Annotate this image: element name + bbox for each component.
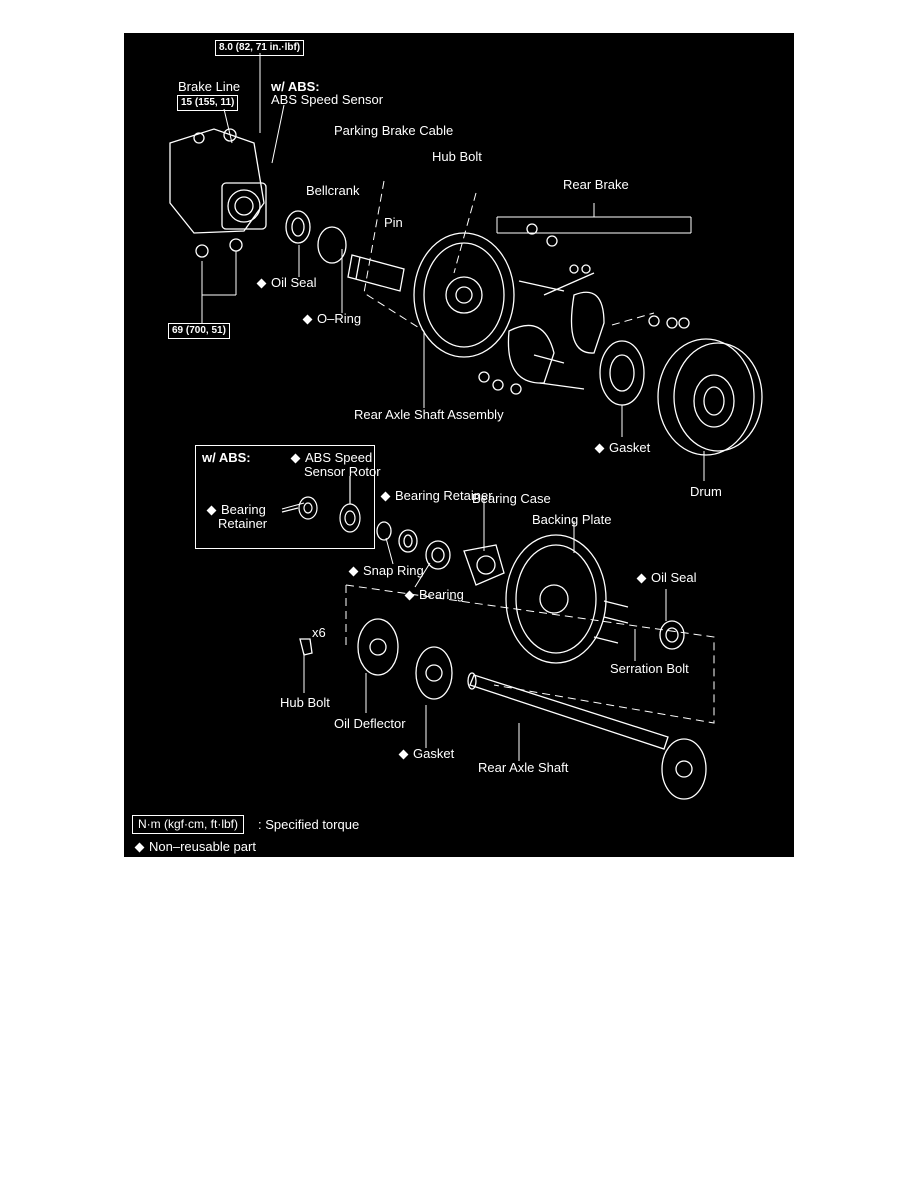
bearing-retainer-text: Bearing Retainer (395, 488, 493, 503)
nonreusable-diamond-icon (636, 573, 647, 584)
label-rear-axle-shaft-assembly: Rear Axle Shaft Assembly (354, 407, 504, 422)
nonreusable-diamond-icon (134, 842, 145, 853)
brake-backing-assembly (169, 128, 267, 258)
rear-axle-shaft (467, 672, 707, 800)
oil-seal-bottom (659, 620, 685, 650)
label-bearing-retainer-line1: Bearing Retainer (380, 488, 493, 503)
inset-abs-rotor-line2: Sensor Rotor (304, 464, 381, 479)
nonreusable-diamond-icon (404, 590, 415, 601)
legend-torque-desc: : Specified torque (258, 817, 360, 832)
lower-hub-parts (299, 618, 453, 700)
o-ring-text: O–Ring (317, 311, 362, 326)
legend-nonreusable: Non–reusable part (134, 839, 256, 854)
nonreusable-diamond-icon (348, 566, 359, 577)
bearing-stack (376, 521, 505, 586)
label-oil-seal-top: Oil Seal (256, 275, 317, 290)
gasket-top-text: Gasket (609, 440, 651, 455)
inset-bearing-retainer-line1: Bearing (206, 502, 266, 517)
nonreusable-diamond-icon (594, 443, 605, 454)
oil-seal-oring-top (285, 210, 347, 264)
inset-abs-rotor-text1: ABS Speed (305, 450, 373, 465)
label-brake-line: Brake Line (178, 79, 241, 94)
bearing-text: Bearing (419, 587, 464, 602)
inset-bearing-retainer-line2: Retainer (218, 516, 268, 531)
label-parking-brake-cable: Parking Brake Cable (334, 123, 454, 138)
snap-ring-text: Snap Ring (363, 563, 424, 578)
rear-brake-parts (478, 223, 690, 395)
legend-torque-unit-box: N·m (kgf·cm, ft·lbf) (132, 815, 244, 834)
label-drum: Drum (690, 484, 722, 499)
nonreusable-diamond-icon (380, 491, 391, 502)
inset-artwork (281, 476, 361, 533)
brake-drum (657, 338, 763, 456)
label-bearing-case: Bearing Case (472, 491, 551, 506)
backing-plate (505, 534, 629, 664)
label-hub-bolt-top: Hub Bolt (432, 149, 482, 164)
torque-brake-line: 15 (155, 11) (177, 95, 239, 111)
torque-abs-bolt: 8.0 (82, 71 in.·lbf) (215, 40, 305, 56)
inset-title: w/ ABS: (202, 450, 251, 465)
label-hub-bolt-bottom: Hub Bolt (280, 695, 330, 710)
label-bellcrank: Bellcrank (306, 183, 360, 198)
gasket-bottom-text: Gasket (413, 746, 455, 761)
rear-axle-assembly (413, 232, 515, 358)
legend-nonreusable-text: Non–reusable part (149, 839, 256, 854)
label-gasket-bottom: Gasket (398, 746, 454, 761)
axle-stub (347, 254, 405, 292)
abs-inset-box: w/ ABS: ABS Speed Sensor Rotor Bearing R… (195, 445, 381, 549)
inset-abs-rotor-line1: ABS Speed (290, 450, 372, 465)
label-w-abs: w/ ABS: (271, 79, 320, 94)
nonreusable-diamond-icon (256, 278, 267, 289)
nonreusable-diamond-icon (302, 314, 313, 325)
inset-bearing-retainer-text1: Bearing (221, 502, 266, 517)
gasket-top (599, 340, 645, 406)
diagram-artwork (169, 53, 763, 800)
exploded-view-diagram: 8.0 (82, 71 in.·lbf) Brake Line 15 (155,… (124, 33, 794, 857)
nonreusable-diamond-icon (398, 749, 409, 760)
label-x6: x6 (312, 625, 326, 640)
torque-mount: 69 (700, 51) (168, 323, 230, 339)
label-oil-seal-bottom: Oil Seal (636, 570, 697, 585)
label-pin: Pin (384, 215, 403, 230)
oil-seal-top-text: Oil Seal (271, 275, 317, 290)
oil-seal-bottom-text: Oil Seal (651, 570, 697, 585)
label-snap-ring: Snap Ring (348, 563, 424, 578)
label-bearing: Bearing (404, 587, 464, 602)
label-backing-plate: Backing Plate (532, 512, 612, 527)
label-gasket-top: Gasket (594, 440, 650, 455)
label-abs-speed-sensor: ABS Speed Sensor (271, 92, 384, 107)
label-serration-bolt: Serration Bolt (610, 661, 689, 676)
label-rear-axle-shaft: Rear Axle Shaft (478, 760, 569, 775)
dashed-lines (345, 180, 715, 724)
label-rear-brake: Rear Brake (563, 177, 629, 192)
label-o-ring: O–Ring (302, 311, 361, 326)
label-oil-deflector: Oil Deflector (334, 716, 406, 731)
